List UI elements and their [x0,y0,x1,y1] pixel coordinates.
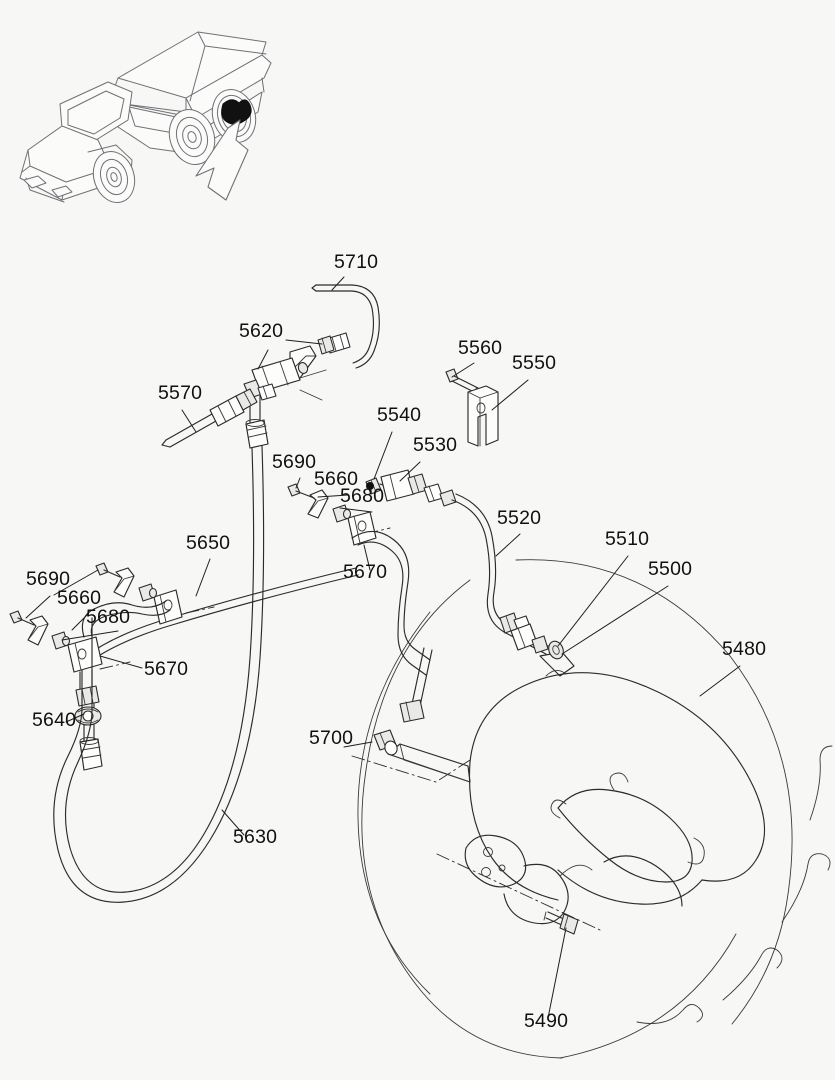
part-5490-bolt [543,911,579,935]
part-label-5640: 5640 [32,709,76,731]
part-label-5490: 5490 [524,1010,568,1032]
axle-centerline-upper [351,755,471,783]
part-label-5680b: 5680 [86,606,130,628]
part-label-5700: 5700 [309,727,353,749]
part-label-5510: 5510 [605,528,649,550]
part-5630-hose [53,445,265,903]
part-label-5680: 5680 [340,485,384,507]
part-5650-tube [85,567,359,664]
part-label-5670b: 5670 [144,658,188,680]
part-label-5660: 5660 [314,468,358,490]
part-label-5650: 5650 [186,532,230,554]
part-label-5670: 5670 [343,561,387,583]
part-label-5690: 5690 [272,451,316,473]
part-number-labels: 5710562055705560555055405530569056605680… [26,251,766,1032]
part-label-5660b: 5660 [57,587,101,609]
rim-arc-left [357,611,431,995]
brake-housing-outline [469,672,766,882]
clamp-assembly-upper-left [95,562,183,625]
part-label-5540: 5540 [377,404,421,426]
highlight-marker [221,99,252,125]
part-label-5520: 5520 [497,507,541,529]
part-5510-5500-fittings [499,612,564,660]
part-label-5480: 5480 [722,638,766,660]
part-label-5570: 5570 [158,382,202,404]
part-label-5560: 5560 [458,337,502,359]
brake-housing-lower [468,761,559,901]
part-5520-tube [451,493,549,655]
tube-stub-upper-right [399,647,433,723]
housing-boss-a [557,788,693,883]
leader-lines [25,276,741,1019]
part-5570-hose-end [161,388,258,448]
machine-locator-thumbnail [19,31,272,203]
part-5540-bolt [365,477,397,495]
part-label-5710: 5710 [334,251,378,273]
rim-arc-outer [559,933,737,1059]
hub-plate [464,834,527,888]
tire-tread-lugs [636,745,833,1024]
housing-boss-b [603,855,683,907]
part-label-5500: 5500 [648,558,692,580]
locator-arrow [195,119,249,201]
part-5700-plug [373,729,398,756]
part-5550-bracket [467,385,499,447]
tire-outer-arc [515,559,793,1025]
part-5620-connector [243,335,335,449]
part-label-5620: 5620 [239,320,283,342]
part-label-5690b: 5690 [26,568,70,590]
part-label-5630: 5630 [233,826,277,848]
part-label-5550: 5550 [512,352,556,374]
part-5530-valve-body [380,469,457,507]
tire-inner-arc [361,579,563,1059]
part-label-5530: 5530 [413,434,457,456]
clamp-assembly-lower-left [9,600,171,673]
clamp-assembly-center [287,483,431,676]
